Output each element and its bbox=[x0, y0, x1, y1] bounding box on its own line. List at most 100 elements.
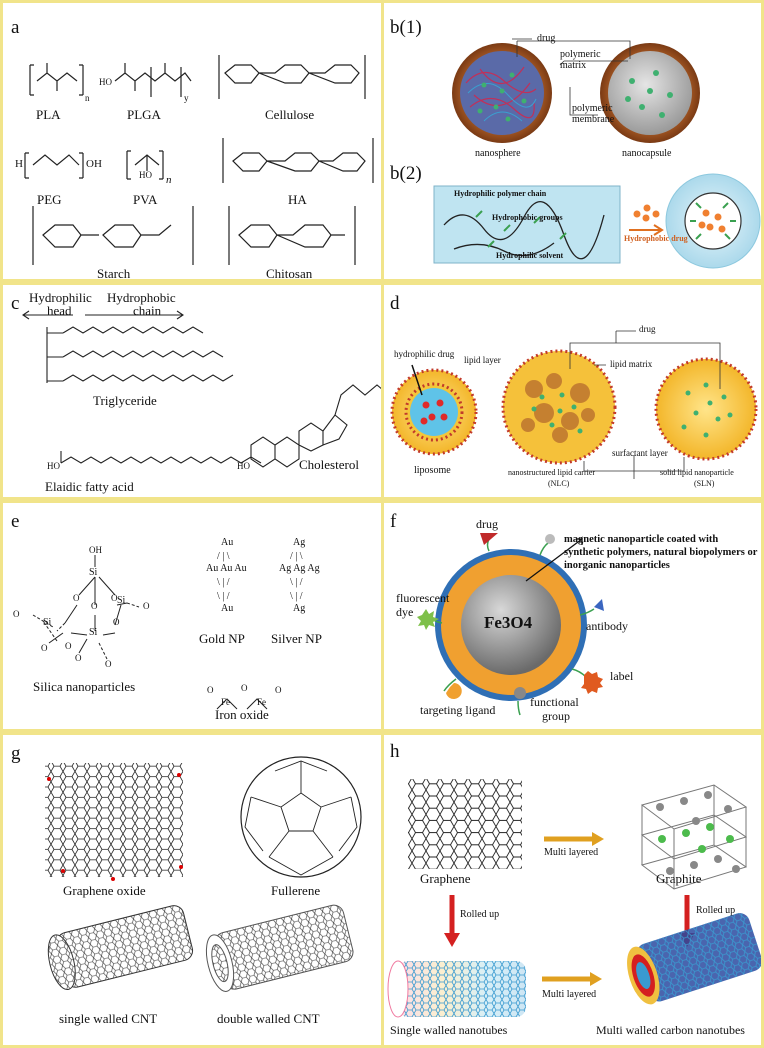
hydrophobic-label: Hydrophobic bbox=[107, 290, 176, 305]
silica-o-4: O bbox=[143, 601, 150, 611]
gold-label: Gold NP bbox=[199, 631, 245, 646]
panel-e-inorganic: e OH Si O O O Si O Si O O Si O O O O Sil… bbox=[0, 500, 385, 732]
f-dye-label: dye bbox=[396, 605, 414, 619]
b2-groups-label: Hydrophobic groups bbox=[492, 213, 563, 222]
sln-label: solid lipid nanoparticle bbox=[660, 468, 734, 477]
nanosphere-nanocapsule-drawing bbox=[433, 38, 761, 269]
panel-h-carbon-forms: h bbox=[381, 732, 764, 1048]
f-group-label: group bbox=[542, 709, 570, 723]
nanocapsule-label: nanocapsule bbox=[622, 148, 672, 159]
graphene-oxide-label: Graphene oxide bbox=[63, 883, 146, 898]
silica-o-7: O bbox=[41, 643, 48, 653]
gold-au-bottom: Au bbox=[221, 603, 234, 614]
f-drug-label: drug bbox=[476, 517, 498, 531]
silica-si-right: Si bbox=[117, 595, 126, 606]
cholesterol-ho: HO bbox=[237, 461, 250, 471]
silica-o-8: O bbox=[65, 641, 72, 651]
h-rolled-up-1: Rolled up bbox=[460, 909, 500, 920]
polymer-structures-drawing bbox=[24, 55, 374, 265]
f-coating-label: magnetic nanoparticle coated with synthe… bbox=[564, 534, 758, 571]
panel-a-polymers: a n PLA HO y PLGA Cellulose H bbox=[0, 0, 385, 282]
panel-label-c: c bbox=[11, 293, 20, 314]
ha-label: HA bbox=[288, 192, 307, 207]
peg-oh: OH bbox=[86, 158, 102, 170]
b1-drug-label: drug bbox=[537, 33, 556, 44]
cholesterol-label: Cholesterol bbox=[299, 457, 359, 472]
panel-b-polymeric-nanoparticles: b(1) bbox=[381, 0, 764, 282]
panel-label-a: a bbox=[11, 17, 20, 38]
pla-label: PLA bbox=[36, 107, 61, 122]
d-drug-label: drug bbox=[639, 324, 656, 334]
silver-ag-top: Ag bbox=[293, 537, 306, 548]
elaidic-label: Elaidic fatty acid bbox=[45, 479, 134, 494]
graphene-graphite-nanotube-drawing bbox=[387, 779, 761, 1018]
plga-ho: HO bbox=[99, 77, 112, 87]
silver-label: Silver NP bbox=[271, 631, 322, 646]
silica-o-3: O bbox=[111, 593, 118, 603]
panel-label-h: h bbox=[390, 741, 400, 762]
elaidic-ho: HO bbox=[47, 461, 60, 471]
silver-bonds-2: \ | / bbox=[290, 577, 303, 588]
silver-row: Ag Ag Ag bbox=[279, 563, 320, 574]
mwnt-label: Multi walled carbon nanotubes bbox=[596, 1023, 745, 1037]
fe3o4-core-label: Fe3O4 bbox=[484, 613, 533, 632]
cellulose-label: Cellulose bbox=[265, 107, 315, 122]
h-multi-layered-2: Multi layered bbox=[542, 989, 597, 1000]
pva-n: n bbox=[166, 174, 172, 186]
dwcnt-label: double walled CNT bbox=[217, 1011, 320, 1026]
starch-label: Starch bbox=[97, 266, 131, 281]
liposome-nlc-sln-drawing bbox=[390, 330, 758, 479]
b1-matrix-label: polymeric matrix bbox=[560, 49, 601, 71]
b2-drug-label: Hydrophobic drug bbox=[624, 234, 688, 243]
silver-ag-c: Ag bbox=[293, 563, 306, 574]
gold-row: Au Au Au bbox=[206, 563, 247, 574]
hydrophilic-label: Hydrophilic bbox=[29, 290, 92, 305]
f-antibody-label: antibody bbox=[586, 619, 628, 633]
panel-c-lipids: c Hydrophilic head Hydrophobic chain Tri… bbox=[0, 282, 385, 500]
silica-si-top: Si bbox=[89, 567, 98, 578]
nlc-label: nanostructured lipid carrier bbox=[508, 468, 596, 477]
lipid-structures-drawing bbox=[22, 310, 382, 468]
f-targeting-label: targeting ligand bbox=[420, 703, 496, 717]
graphite-label: Graphite bbox=[656, 871, 702, 886]
panel-g-carbon: g Graphe bbox=[0, 732, 385, 1048]
gold-bonds-1: / | \ bbox=[217, 551, 230, 562]
peg-h: H bbox=[15, 158, 23, 170]
d-surfactant-label: surfactant layer bbox=[612, 448, 668, 458]
d-lipid-matrix-label: lipid matrix bbox=[610, 359, 653, 369]
nanosphere-label: nanosphere bbox=[475, 148, 521, 159]
panel-label-b1: b(1) bbox=[390, 17, 422, 38]
b2-solvent-label: Hydrophilic solvent bbox=[496, 251, 564, 260]
d-lipid-layer-label: lipid layer bbox=[464, 355, 501, 365]
h-rolled-up-2: Rolled up bbox=[696, 905, 736, 916]
graphene-label: Graphene bbox=[420, 871, 471, 886]
magnetic-nanoparticle-drawing bbox=[417, 533, 604, 716]
silica-o-10: O bbox=[105, 659, 112, 669]
pva-ho: HO bbox=[139, 170, 152, 180]
silica-o-2: O bbox=[91, 601, 98, 611]
swnt-label: Single walled nanotubes bbox=[390, 1023, 508, 1037]
gold-bonds-3: \ | / bbox=[217, 591, 230, 602]
iron-o-right: O bbox=[275, 685, 282, 695]
fullerene-label: Fullerene bbox=[271, 883, 321, 898]
silver-ag-l: Ag bbox=[279, 563, 292, 574]
b1-membrane-label: polymeric membrane bbox=[572, 103, 615, 125]
nlc-abbr: (NLC) bbox=[548, 479, 570, 488]
gold-au-c: Au bbox=[220, 563, 233, 574]
f-functional-label: functional bbox=[530, 695, 579, 709]
gold-au-top: Au bbox=[221, 537, 234, 548]
plga-label: PLGA bbox=[127, 107, 161, 122]
gold-au-r: Au bbox=[234, 563, 247, 574]
silver-ag-bottom: Ag bbox=[293, 603, 306, 614]
panel-label-b2: b(2) bbox=[390, 163, 422, 184]
pva-label: PVA bbox=[133, 192, 158, 207]
gold-bonds-2: \ | / bbox=[217, 577, 230, 588]
panel-label-g: g bbox=[11, 743, 21, 764]
chitosan-label: Chitosan bbox=[266, 266, 313, 281]
silica-si-left: Si bbox=[43, 617, 52, 628]
iron-o-left: O bbox=[207, 685, 214, 695]
iron-o-mid: O bbox=[241, 683, 248, 693]
chain-label: chain bbox=[133, 303, 162, 318]
silver-ag-r: Ag bbox=[307, 563, 320, 574]
head-label: head bbox=[47, 303, 72, 318]
